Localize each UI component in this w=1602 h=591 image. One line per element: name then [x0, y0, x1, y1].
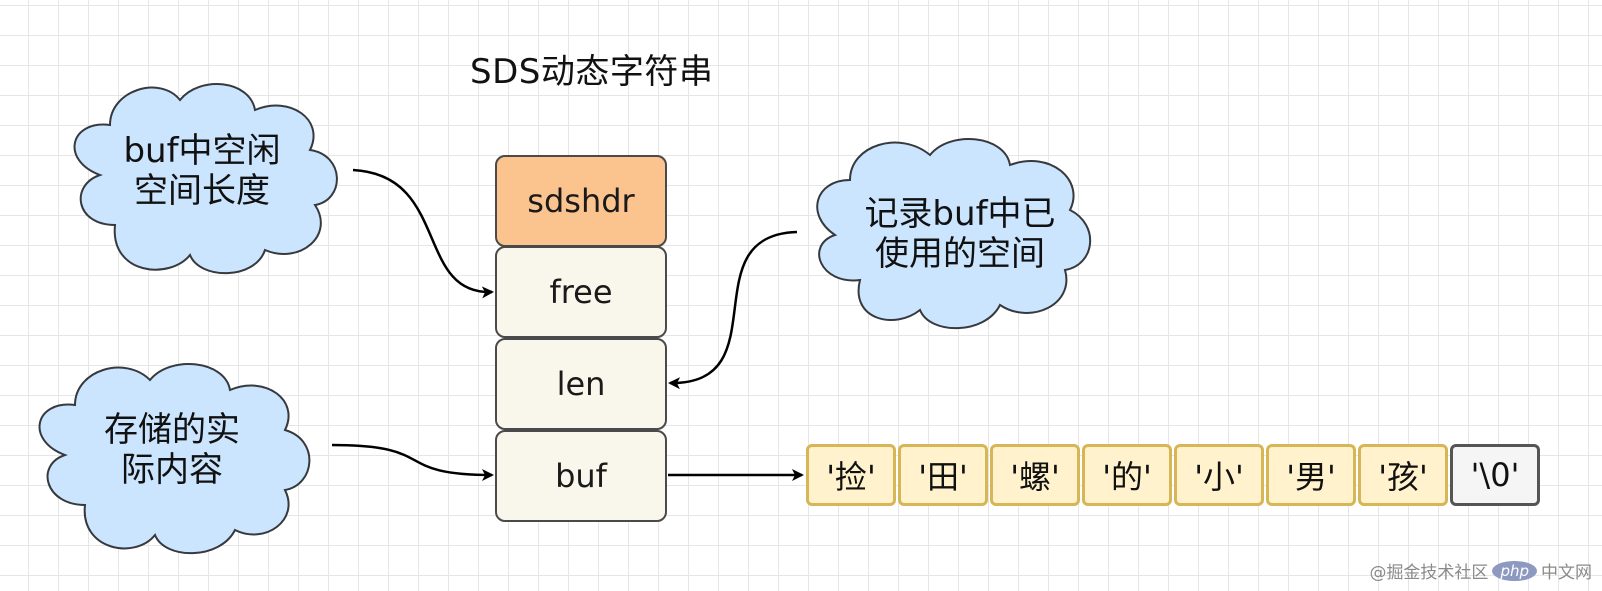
watermark-prefix: @掘金技术社区 — [1369, 563, 1489, 583]
sdshdr-box: sdshdr — [495, 155, 667, 247]
len-note-text: 记录buf中已 使用的空间 — [850, 194, 1070, 274]
buffer-cell: '的' — [1082, 444, 1172, 506]
len-note-line1: 记录buf中已 — [864, 194, 1056, 234]
cloud-free-note — [73, 83, 338, 275]
buf-note-line2: 际内容 — [121, 450, 223, 490]
buffer-cell: '捡' — [806, 444, 896, 506]
connector-free-note-to-free — [352, 168, 494, 299]
free-field-box: free — [495, 246, 667, 338]
buffer-terminator-cell: '\0' — [1450, 444, 1540, 506]
free-note-line2: 空间长度 — [134, 171, 270, 211]
len-note-line2: 使用的空间 — [875, 234, 1045, 274]
free-note-text: buf中空闲 空间长度 — [112, 131, 292, 211]
diagram-title: SDS动态字符串 — [470, 52, 714, 92]
buffer-cell: '小' — [1174, 444, 1264, 506]
connector-buf-note-to-buf — [331, 443, 494, 481]
php-logo-icon: php — [1492, 560, 1537, 581]
len-field-box: len — [495, 338, 667, 430]
free-note-line1: buf中空闲 — [123, 131, 281, 171]
cloud-len-note — [816, 138, 1092, 330]
connector-len-note-to-len — [668, 230, 798, 390]
buf-field-box: buf — [495, 430, 667, 522]
cloud-buf-note — [38, 363, 311, 555]
buf-note-text: 存储的实 际内容 — [72, 410, 272, 490]
buffer-cell: '男' — [1266, 444, 1356, 506]
buf-note-line1: 存储的实 — [104, 410, 240, 450]
watermark-suffix: 中文网 — [1541, 563, 1592, 583]
buffer-cell: '田' — [898, 444, 988, 506]
buffer-cell: '孩' — [1358, 444, 1448, 506]
buffer-cell: '螺' — [990, 444, 1080, 506]
watermark: @掘金技术社区 php 中文网 — [1369, 558, 1592, 583]
